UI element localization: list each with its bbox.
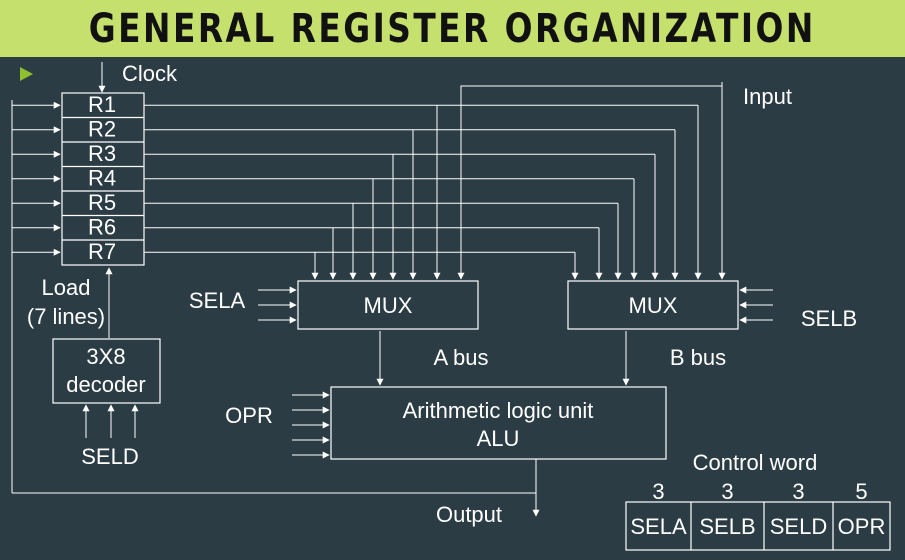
register-r6: R6 (88, 215, 116, 240)
b-bus-label: B bus (670, 345, 726, 370)
register-r1: R1 (88, 92, 116, 117)
seld-label: SELD (81, 444, 138, 469)
mux-b-label: MUX (629, 293, 678, 318)
input-to-mux-a (457, 85, 722, 280)
input-label: Input (743, 84, 792, 109)
wires (11, 62, 773, 517)
decoder-label-line2: decoder (66, 372, 146, 397)
control-word-bits: 3 (652, 479, 664, 504)
control-word-table (625, 501, 891, 551)
control-word-field-sela: SELA (630, 514, 687, 539)
slide-title: GENERAL REGISTER ORGANIZATION (88, 5, 816, 52)
title-bar: GENERAL REGISTER ORGANIZATION (0, 0, 905, 57)
output-label: Output (436, 502, 502, 527)
decoder-box (52, 338, 161, 404)
control-word-field-selb: SELB (699, 514, 755, 539)
sela-label: SELA (189, 288, 246, 313)
bullet-arrow-icon (20, 67, 33, 81)
opr-label: OPR (225, 403, 273, 428)
alu-label-line2: ALU (477, 426, 520, 451)
alu-box (330, 386, 667, 460)
register-file (61, 92, 145, 266)
register-r5: R5 (88, 190, 116, 215)
register-r7: R7 (88, 239, 116, 264)
control-word-bits: 5 (855, 479, 867, 504)
control-word-field-opr: OPR (838, 514, 886, 539)
a-bus-label: A bus (433, 345, 488, 370)
load-label-line2: (7 lines) (27, 304, 105, 329)
control-word-title: Control word (693, 450, 818, 475)
control-word-field-seld: SELD (770, 514, 827, 539)
load-label-line1: Load (42, 275, 91, 300)
clock-label: Clock (122, 61, 178, 86)
decoder-label-line1: 3X8 (86, 344, 125, 369)
register-r4: R4 (88, 166, 116, 191)
mux-a-box (297, 280, 479, 330)
control-word-bits: 3 (792, 479, 804, 504)
mux-b-box (567, 280, 739, 330)
control-word-bits: 3 (721, 479, 733, 504)
register-r3: R3 (88, 141, 116, 166)
selb-label: SELB (801, 306, 857, 331)
alu-label-line1: Arithmetic logic unit (403, 398, 594, 423)
mux-a-label: MUX (364, 293, 413, 318)
register-r2: R2 (88, 117, 116, 142)
